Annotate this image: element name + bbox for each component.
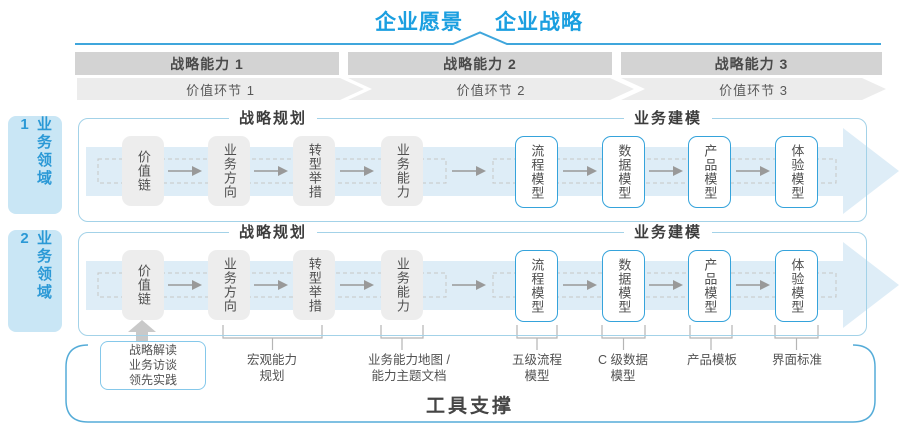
node-label: 价值链 <box>135 264 151 306</box>
node-value-chain: 价值链 <box>122 136 164 206</box>
value-chevron-3 <box>621 78 886 100</box>
dashed-track-row2-right <box>492 272 837 298</box>
footer-label-macro-capability: 宏观能力 规划 <box>246 353 298 384</box>
node-label: 体验模型 <box>789 144 805 200</box>
node-label: 转型举措 <box>306 257 322 313</box>
node-data-model: 数据模型 <box>602 136 645 208</box>
node-label: 体验模型 <box>789 258 805 314</box>
node-business-capability: 业务能力 <box>381 250 423 320</box>
capability-band-2: 战略能力 2 <box>348 52 612 75</box>
node-label: 转型举措 <box>306 143 322 199</box>
footer-label-ui-standard: 界面标准 <box>771 353 823 367</box>
value-link-label-1: 价值环节 1 <box>186 82 255 98</box>
enterprise-vision-title: 企业愿景 <box>375 11 463 34</box>
value-link-label-2: 价值环节 2 <box>456 82 526 98</box>
node-experience-model: 体验模型 <box>775 136 818 208</box>
dashed-track-row1-right <box>492 158 837 184</box>
domain-1-frame <box>78 118 867 222</box>
dashed-track-row2-left <box>97 272 447 298</box>
tool-support-frame <box>65 344 876 423</box>
value-chevron-1 <box>77 78 364 100</box>
node-label: 数据模型 <box>616 144 632 200</box>
capability-band-3: 战略能力 3 <box>621 52 882 75</box>
node-business-direction: 业务方向 <box>208 136 250 206</box>
domain-2-modeling-header: 业务建模 <box>623 224 713 242</box>
node-value-chain: 价值链 <box>122 250 164 320</box>
node-label: 业务方向 <box>221 257 237 313</box>
node-label: 数据模型 <box>616 258 632 314</box>
sidebar-domain-1-label: 业务领域 1 <box>16 116 52 188</box>
node-process-model: 流程模型 <box>515 250 558 322</box>
node-product-model: 产品模型 <box>688 250 731 322</box>
domain-1-planning-header: 战略规划 <box>228 110 318 128</box>
node-label: 业务方向 <box>221 143 237 199</box>
enterprise-strategy-title: 企业战略 <box>495 11 583 34</box>
footer-brackets <box>222 325 819 350</box>
capability-band-1: 战略能力 1 <box>75 52 339 75</box>
footer-label-product-template: 产品模板 <box>686 353 738 367</box>
node-transformation-initiative: 转型举措 <box>293 136 335 206</box>
sidebar-domain-2: 业务领域 2 <box>8 230 62 332</box>
node-label: 价值链 <box>135 150 151 192</box>
sidebar-domain-1: 业务领域 1 <box>8 116 62 214</box>
value-link-label-3: 价值环节 3 <box>719 82 788 98</box>
node-product-model: 产品模型 <box>688 136 731 208</box>
footer-label-capability-map: 业务能力地图 / 能力主题文档 <box>368 353 450 384</box>
vision-peak-line <box>75 31 881 45</box>
node-label: 流程模型 <box>529 144 545 200</box>
value-chevron-2 <box>348 78 634 100</box>
domain-2-planning-header: 战略规划 <box>228 224 318 242</box>
domain-1-modeling-header: 业务建模 <box>623 110 713 128</box>
node-label: 业务能力 <box>394 257 410 313</box>
node-business-direction: 业务方向 <box>208 250 250 320</box>
sidebar-domain-2-label: 业务领域 2 <box>16 230 52 302</box>
up-arrow-icon <box>128 320 156 342</box>
tool-support-title: 工具支撑 <box>425 396 515 417</box>
node-label: 流程模型 <box>529 258 545 314</box>
domain-2-frame <box>78 232 867 336</box>
dashed-track-row1-left <box>97 158 447 184</box>
footer-label-data-model: C 级数据 模型 <box>597 353 649 384</box>
node-process-model: 流程模型 <box>515 136 558 208</box>
practice-source-box: 战略解读 业务访谈 领先实践 <box>100 341 206 390</box>
node-label: 产品模型 <box>702 144 718 200</box>
node-label: 产品模型 <box>702 258 718 314</box>
node-transformation-initiative: 转型举措 <box>293 250 335 320</box>
node-business-capability: 业务能力 <box>381 136 423 206</box>
footer-label-process-model: 五级流程 模型 <box>511 353 563 384</box>
node-label: 业务能力 <box>394 143 410 199</box>
node-experience-model: 体验模型 <box>775 250 818 322</box>
node-data-model: 数据模型 <box>602 250 645 322</box>
